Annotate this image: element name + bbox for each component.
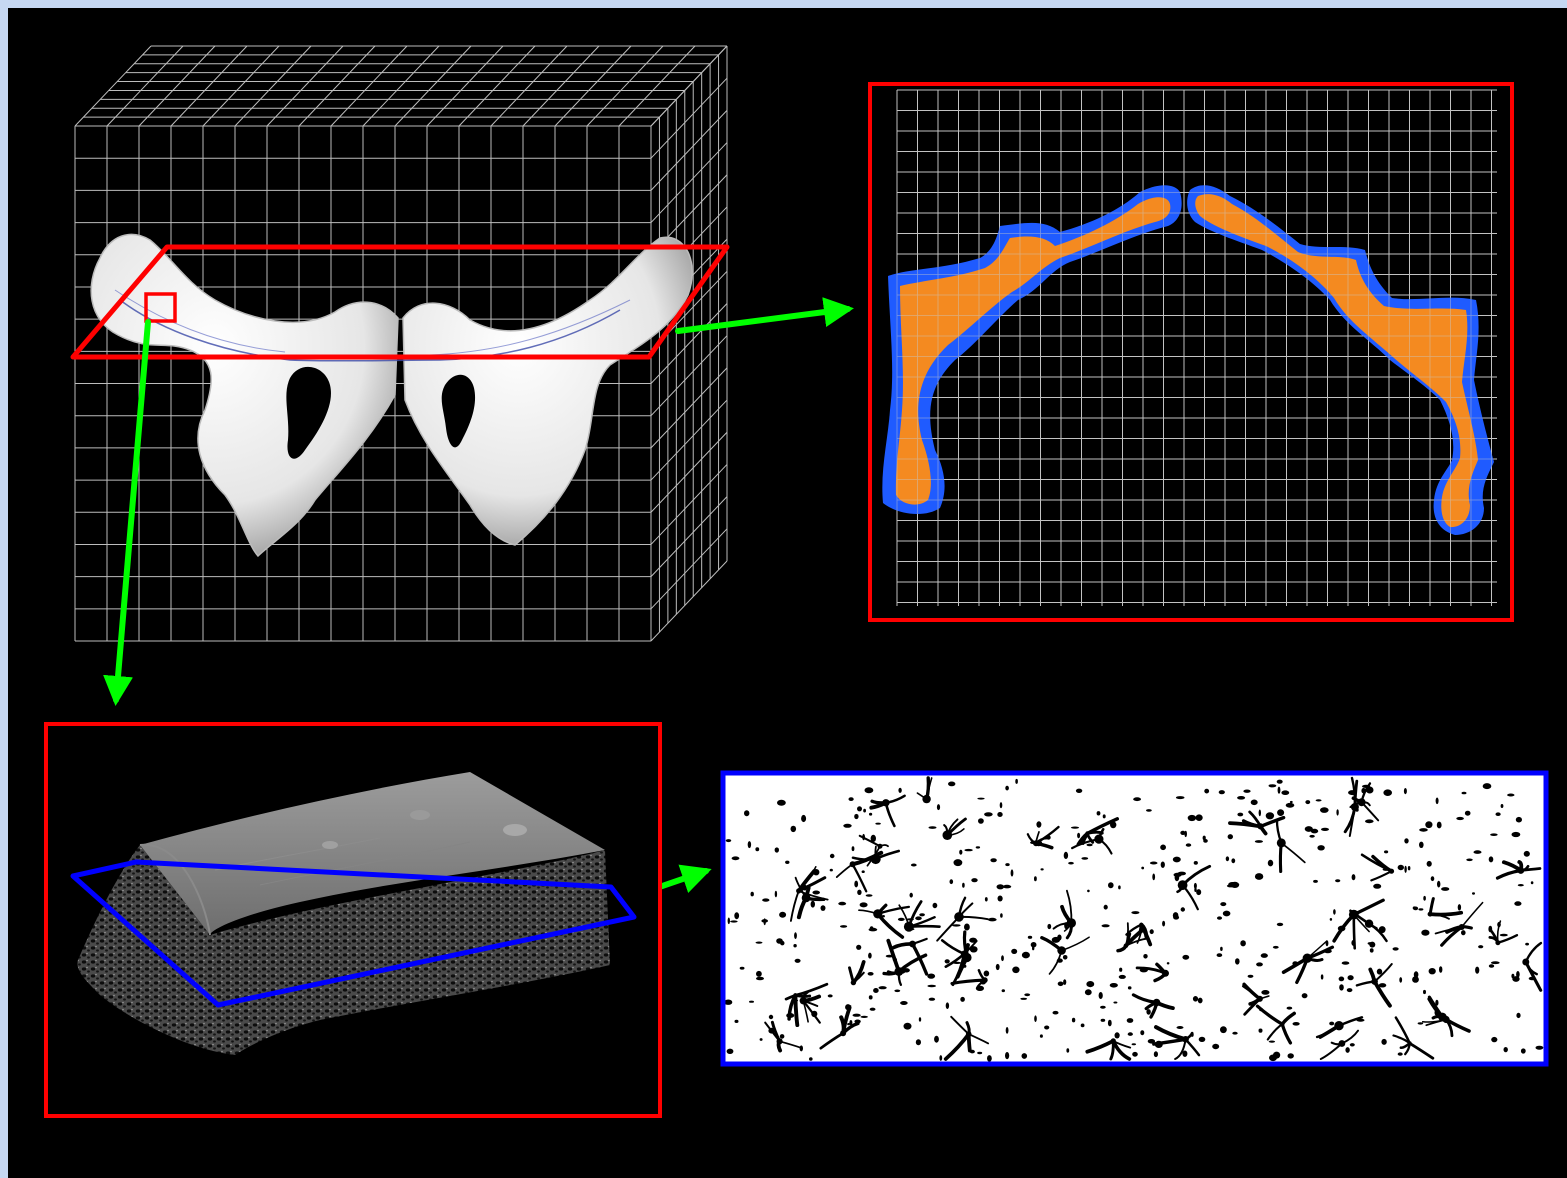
slice-grid-overlay [896, 89, 1497, 606]
trabecular-region-left [895, 197, 1171, 505]
segmented-bone-icon [882, 185, 1494, 535]
axial-slice-frame [868, 82, 1514, 622]
arrow-volume-to-slice [675, 297, 854, 334]
arrow-volume-to-core [103, 319, 151, 706]
diagram-canvas [8, 8, 1567, 1178]
binary-slice-frame [720, 770, 1549, 1067]
cortical-layer-left [882, 185, 1182, 515]
volume-panel [70, 45, 730, 642]
binary-slice-panel [720, 770, 1549, 1067]
trabecular-region-right [1195, 194, 1478, 528]
binary-microstructure-icon [724, 776, 1544, 1062]
axial-slice-plane [70, 244, 730, 360]
bone-core-panel [44, 722, 662, 1118]
pelvis-bone-icon [90, 233, 693, 558]
roi-box [144, 292, 177, 323]
axial-slice-panel [868, 82, 1514, 622]
sub-slice-plane [70, 859, 637, 1008]
